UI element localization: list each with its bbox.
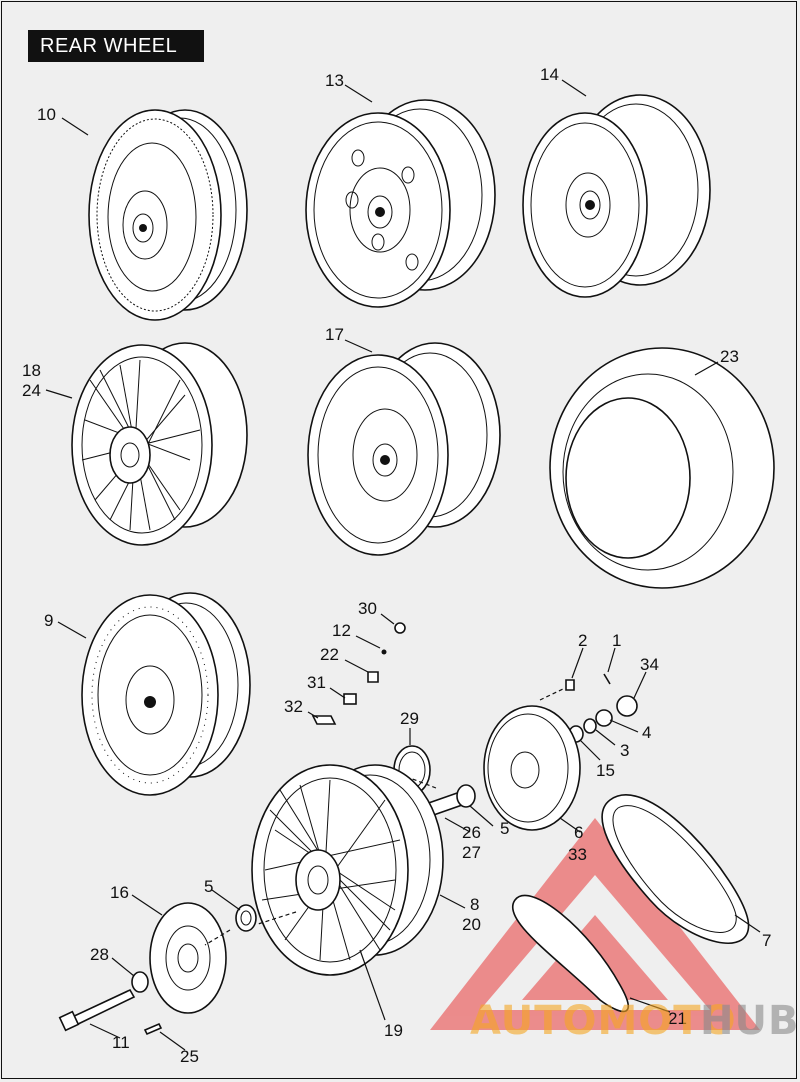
callout-9: 9 xyxy=(44,611,53,630)
callout-29: 29 xyxy=(400,709,419,728)
callout-24: 24 xyxy=(22,381,41,400)
callout-16: 16 xyxy=(110,883,129,902)
callout-20: 20 xyxy=(462,915,481,934)
part-30-nut xyxy=(394,622,406,634)
part-3-washer xyxy=(583,718,597,734)
callout-3: 3 xyxy=(620,741,629,760)
wheel-17 xyxy=(307,342,501,556)
callout-34: 34 xyxy=(640,655,659,674)
diagram-title: REAR WHEEL xyxy=(28,30,204,62)
part-5-bearing-right xyxy=(456,784,476,808)
watermark-text: AUTOMOTO HUB xyxy=(470,998,799,1044)
part-22-valve xyxy=(367,671,379,683)
callout-5-left: 5 xyxy=(204,877,213,896)
callout-labels: 10 13 14 18 24 17 23 9 30 12 22 31 32 29… xyxy=(22,65,771,1066)
part-4-nut xyxy=(595,709,613,727)
callout-7: 7 xyxy=(762,931,771,950)
belt-7 xyxy=(601,794,750,944)
callout-6: 6 xyxy=(574,823,583,842)
callout-30: 30 xyxy=(358,599,377,618)
callout-5-right: 5 xyxy=(500,819,509,838)
wheel-10 xyxy=(88,109,248,321)
callout-14: 14 xyxy=(540,65,559,84)
part-32-weight xyxy=(311,715,337,725)
part-2-bolt xyxy=(565,679,575,691)
part-5-bearing-left xyxy=(235,904,257,932)
callout-11: 11 xyxy=(112,1033,130,1052)
wheel-18-24 xyxy=(71,342,248,546)
callout-32: 32 xyxy=(284,697,303,716)
callout-12: 12 xyxy=(332,621,351,640)
tire-23 xyxy=(549,347,775,589)
callout-10: 10 xyxy=(37,105,56,124)
part-1-lock xyxy=(603,673,611,685)
callout-15: 15 xyxy=(596,761,615,780)
callout-21: 21 xyxy=(668,1009,687,1028)
callout-19: 19 xyxy=(384,1021,403,1040)
callout-28: 28 xyxy=(90,945,109,964)
tube-21 xyxy=(512,894,630,1013)
callout-8: 8 xyxy=(470,895,479,914)
callout-23: 23 xyxy=(720,347,739,366)
callout-26: 26 xyxy=(462,823,481,842)
callout-17: 17 xyxy=(325,325,344,344)
callout-18: 18 xyxy=(22,361,41,380)
part-34-bushing xyxy=(616,695,638,717)
part-28-spacer xyxy=(131,971,149,993)
watermark-hub: HUB xyxy=(700,998,799,1044)
part-31-weight xyxy=(343,693,357,705)
callout-22: 22 xyxy=(320,645,339,664)
wheel-9 xyxy=(81,592,251,796)
wheel-14 xyxy=(522,94,711,298)
axle-11 xyxy=(58,988,136,1032)
callout-25: 25 xyxy=(180,1047,199,1066)
callout-27: 27 xyxy=(462,843,481,862)
wheel-8-20 xyxy=(251,764,444,976)
watermark-automoto: AUTOMOTO xyxy=(470,998,737,1044)
callout-13: 13 xyxy=(325,71,344,90)
wheel-13 xyxy=(305,99,496,308)
callout-1: 1 xyxy=(612,631,621,650)
leader-lines xyxy=(45,79,761,1051)
brake-disc-16 xyxy=(149,902,227,1014)
callout-4: 4 xyxy=(642,723,651,742)
callout-33: 33 xyxy=(568,845,587,864)
part-12-cap xyxy=(381,649,387,655)
callout-2: 2 xyxy=(578,631,587,650)
sprocket-6-33 xyxy=(483,705,581,831)
callout-31: 31 xyxy=(307,673,326,692)
part-25-bolt xyxy=(143,1022,163,1036)
